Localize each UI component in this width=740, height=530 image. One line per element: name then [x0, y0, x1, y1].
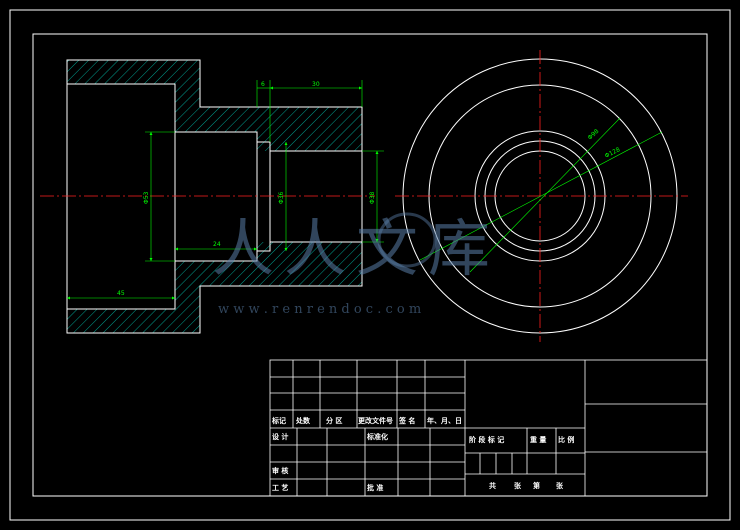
tb-col-count: 处数	[295, 416, 311, 425]
leader-dia-98	[469, 117, 621, 273]
tb-sheet-total: 共	[489, 481, 496, 490]
tb-design: 设 计	[272, 432, 288, 441]
hatch-bottom	[67, 242, 362, 333]
tb-approve: 批 准	[367, 483, 383, 492]
watermark-chars: 人人文库	[212, 212, 500, 285]
tb-sheet-index-unit: 张	[556, 481, 564, 490]
watermark-url: w w w . r e n r e n d o c . c o m	[218, 302, 421, 317]
section-view: 6 30 Φ53 Φ36 Φ38 24 45	[40, 59, 384, 334]
end-view: Φ98 Φ128	[395, 50, 688, 342]
dim-dia-right: Φ38	[369, 191, 376, 204]
tb-standardize: 标准化	[366, 432, 388, 441]
tb-review: 审 核	[272, 466, 288, 475]
outline-bottom	[66, 242, 363, 334]
dim-45: 45	[117, 290, 125, 297]
dim-30: 30	[312, 81, 320, 88]
hatch-top	[67, 60, 362, 151]
dim-dia-98: Φ98	[587, 128, 601, 142]
outer-frame	[9, 9, 731, 521]
watermark-logo-ring	[377, 212, 437, 268]
tb-sheet-total-unit: 张	[514, 481, 522, 490]
tb-col-change-doc: 更改文件号	[358, 416, 393, 425]
outline-top	[66, 59, 363, 151]
tb-stage-mark: 阶 段 标 记	[469, 435, 504, 444]
dim-dia-mid: Φ36	[278, 191, 285, 204]
tb-col-signature: 签 名	[398, 416, 415, 425]
tb-col-zone: 分 区	[326, 416, 342, 425]
title-block-text: 标记 处数 分 区 更改文件号 签 名 年、月、日 设 计 标准化 审 核 工 …	[271, 416, 574, 492]
tb-sheet-index: 第	[533, 481, 540, 490]
tb-col-date: 年、月、日	[427, 416, 462, 425]
dim-6: 6	[261, 81, 265, 88]
tb-process: 工 艺	[272, 483, 288, 492]
dimensions-section	[67, 80, 384, 300]
watermark: 人人文库 w w w . r e n r e n d o c . c o m	[212, 212, 500, 317]
dim-24: 24	[213, 241, 221, 248]
tb-scale: 比 例	[558, 435, 574, 444]
dim-dia-left: Φ53	[143, 191, 150, 204]
tb-col-mark: 标记	[271, 416, 286, 425]
leader-dia-128	[419, 131, 663, 261]
dim-dia-128: Φ128	[604, 146, 622, 160]
tb-weight: 重 量	[530, 435, 546, 444]
title-block	[269, 359, 708, 497]
